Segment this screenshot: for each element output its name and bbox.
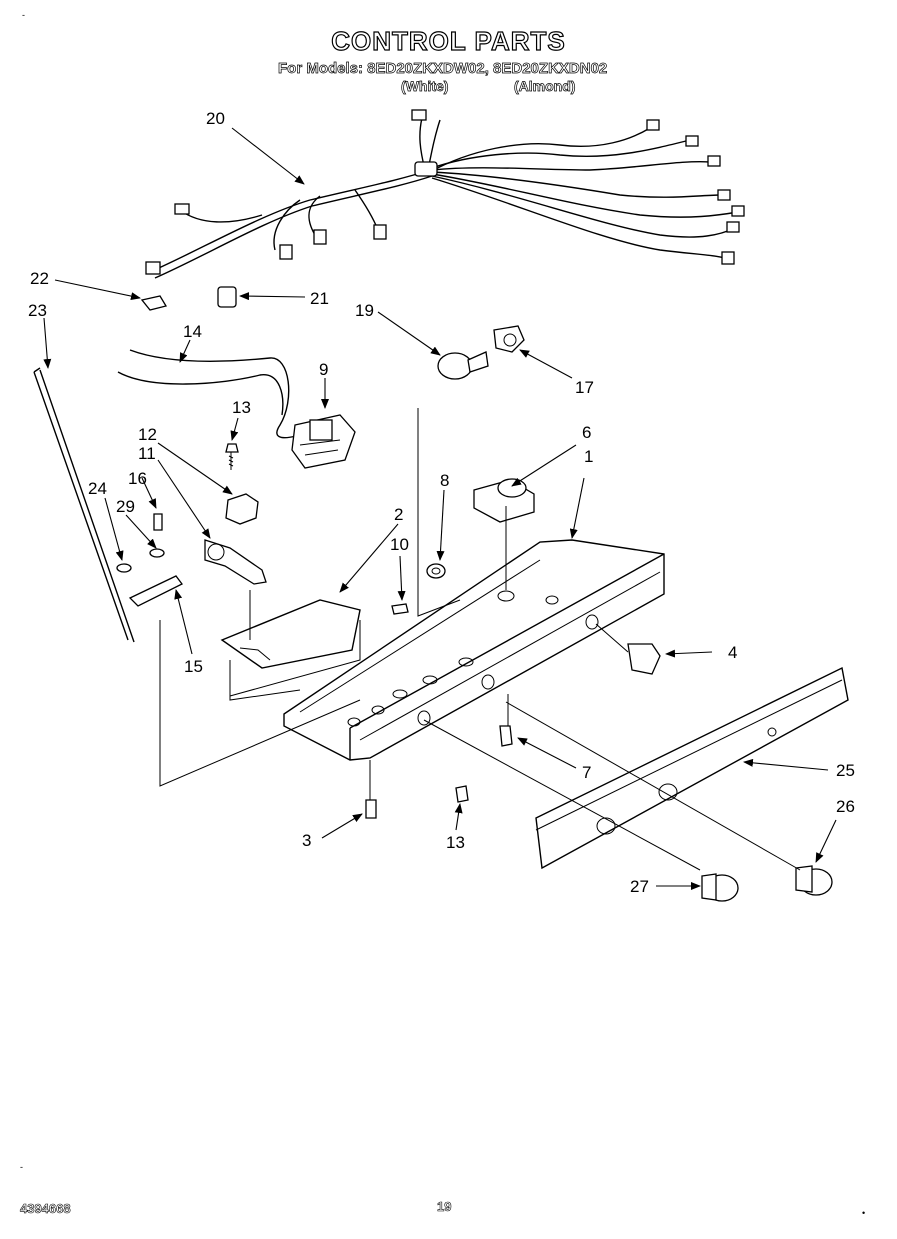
screw-16 [153,513,163,531]
callout-20: 20 [206,109,225,128]
models-line: For Models: 8ED20ZKXDW02, 8ED20ZKXDN02 [278,60,608,78]
document-number: 4394668 [20,1201,71,1217]
callout-9: 9 [319,360,328,379]
callout-25: 25 [836,761,855,780]
callout-6: 6 [582,423,591,442]
bracket-12 [225,493,259,525]
clip-part-21 [217,286,237,308]
light-socket-17 [493,325,525,353]
knob-27 [701,873,739,902]
page-title: CONTROL PARTS [331,25,566,56]
washer-24 [116,563,132,573]
callout-13-lower: 13 [446,833,465,852]
callout-19: 19 [355,301,374,320]
callout-22: 22 [30,269,49,288]
variant-white: (White) [401,78,449,95]
console-panel-25 [535,666,849,870]
corner-mark: - [20,1162,23,1172]
callout-2: 2 [394,505,403,524]
control-6 [473,478,535,523]
callout-11: 11 [138,444,156,463]
page-number: 19 [437,1199,452,1215]
wiring-harness [145,109,745,279]
screw-3 [365,799,377,819]
callout-27: 27 [630,877,649,896]
grommet-8 [426,563,446,579]
callout-leaders [43,127,837,890]
capillary-tube-14 [117,371,284,416]
screw-13-lower [455,785,469,803]
corner-mark: • [862,1208,866,1218]
callout-14: 14 [183,322,202,341]
lever-15 [128,575,183,607]
callout-10: 10 [390,535,409,554]
control-housing-1 [283,539,665,761]
callout-21: 21 [310,289,329,308]
callout-15: 15 [184,657,203,676]
callout-13-upper: 13 [232,398,251,417]
callout-3: 3 [302,831,311,850]
callout-7: 7 [582,763,591,782]
callout-labels: 20 22 21 23 14 19 17 9 13 12 11 16 24 29… [28,109,855,896]
light-bulb-19 [437,351,489,380]
cold-control-9 [291,414,356,469]
callout-8: 8 [440,471,449,490]
callout-4: 4 [728,643,737,662]
screw-13-upper [225,443,239,470]
thermostat-11 [204,539,267,585]
callout-26: 26 [836,797,855,816]
assembly-lines [159,408,801,871]
knob-26 [795,865,833,896]
corner-mark: - [22,10,25,20]
screw-7 [499,725,513,747]
screw-10 [391,603,409,615]
switch-4 [627,643,661,675]
callout-1: 1 [584,447,593,466]
callout-23: 23 [28,301,47,320]
variant-almond: (Almond) [514,78,576,95]
clip-part-22 [140,295,168,311]
rod-23 [33,367,135,643]
callout-24: 24 [88,479,107,498]
washer-29 [149,548,165,558]
callout-12: 12 [138,425,157,444]
callout-17: 17 [575,378,594,397]
callout-29: 29 [116,497,135,516]
callout-16: 16 [128,469,147,488]
plate-2 [220,599,361,669]
